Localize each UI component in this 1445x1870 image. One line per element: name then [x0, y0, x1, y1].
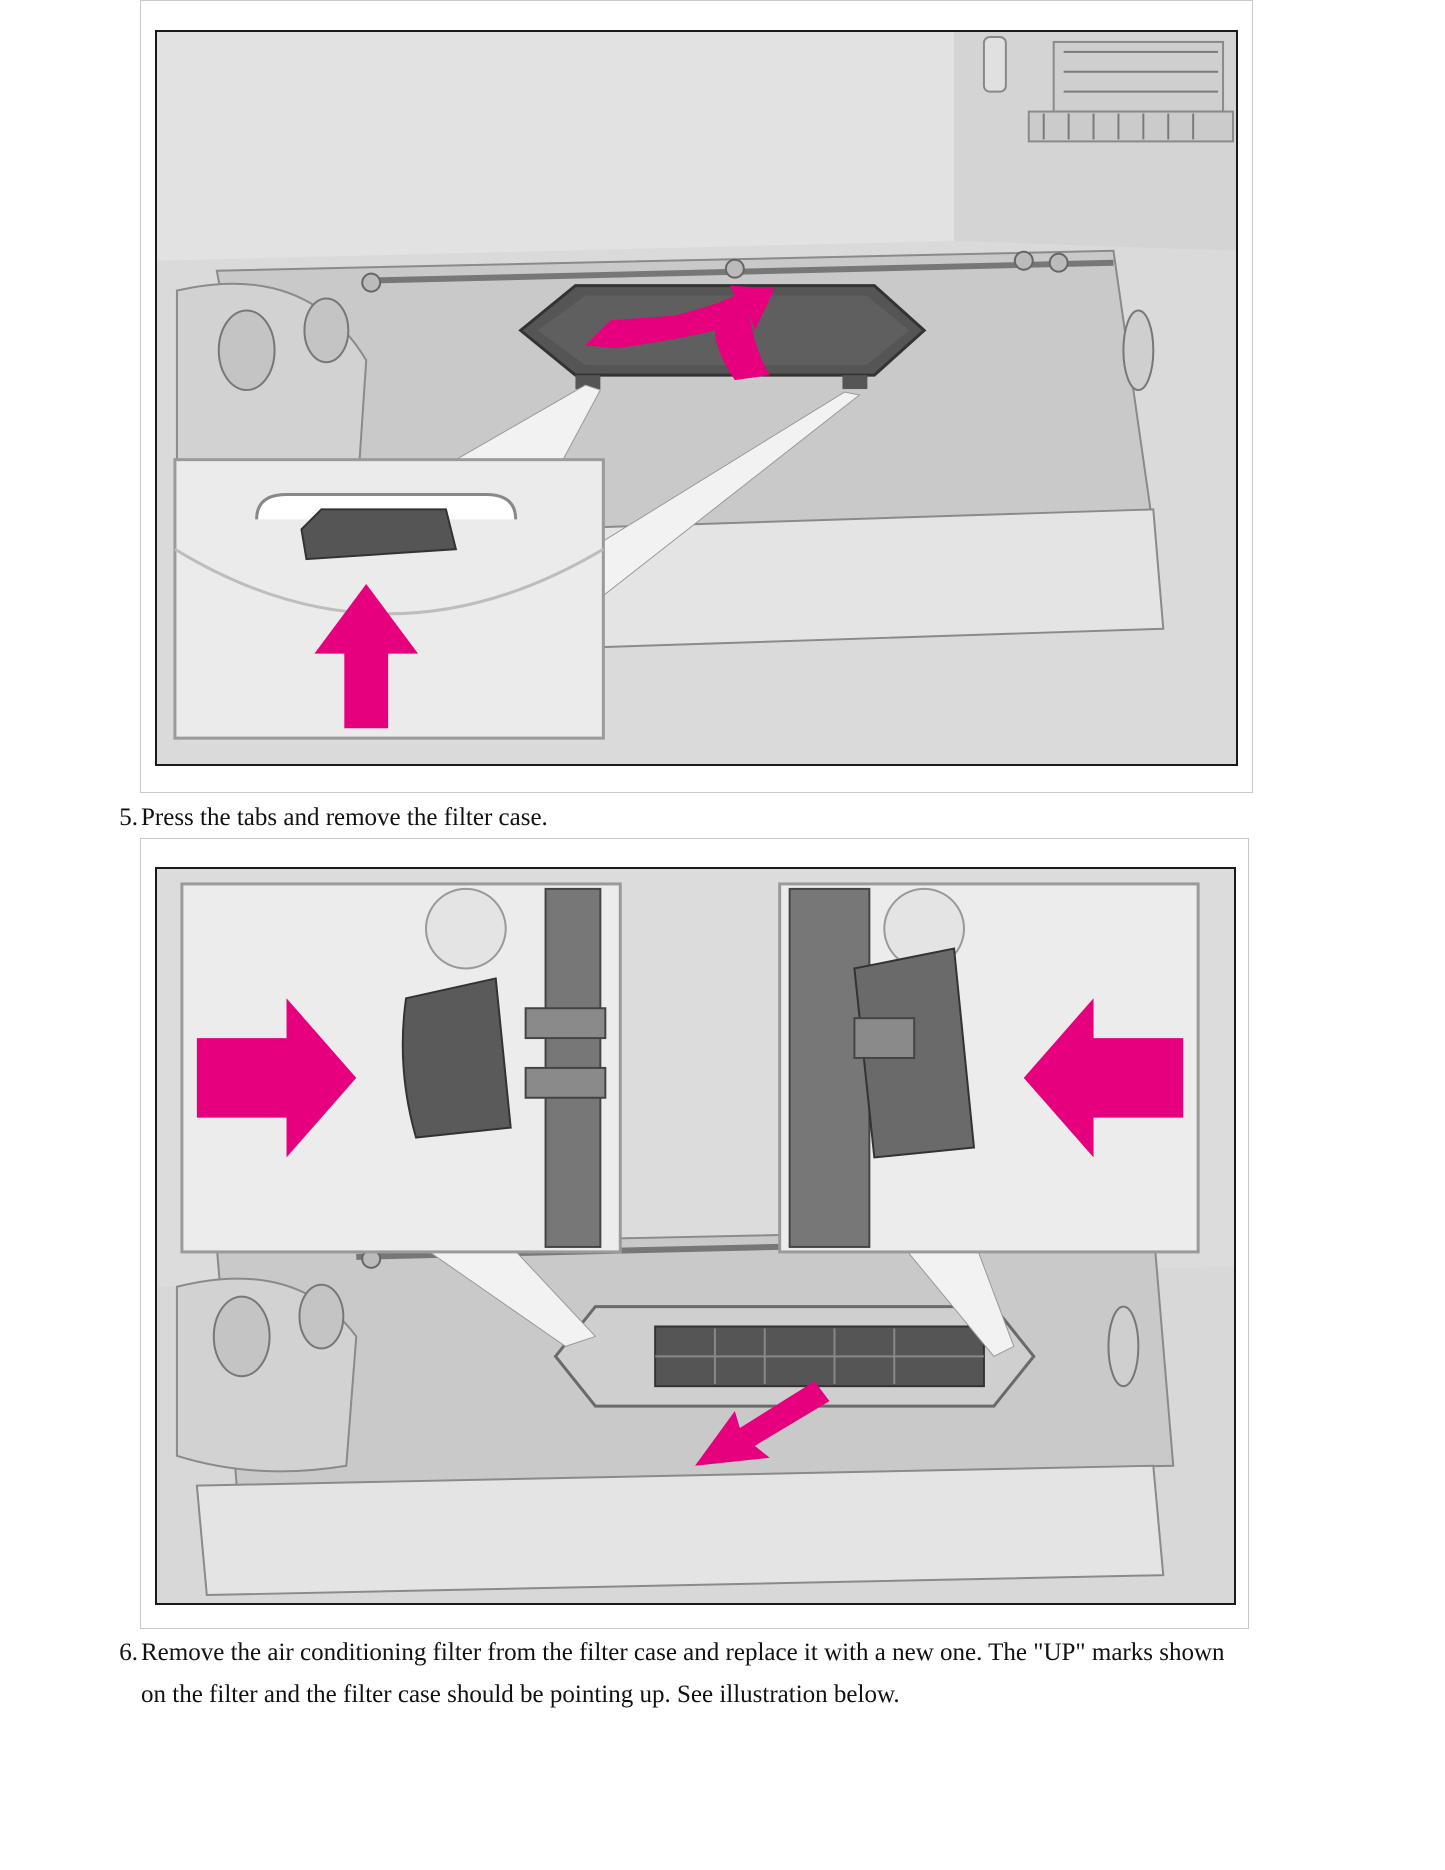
illustration-filter-case-tabs — [155, 867, 1236, 1605]
step-5: 5. Press the tabs and remove the filter … — [110, 797, 1310, 839]
step-number: 5. — [119, 804, 138, 831]
step-6: 6. Remove the air conditioning filter fr… — [110, 1632, 1430, 1716]
figure-filter-case-tabs — [140, 838, 1249, 1629]
step-text: Press the tabs and remove the filter cas… — [141, 804, 548, 831]
step-text-line-2: on the filter and the filter case should… — [141, 1681, 900, 1708]
illustration-glovebox-damper — [155, 30, 1238, 766]
figure-glovebox-damper — [140, 0, 1253, 793]
step-number: 6. — [119, 1639, 138, 1666]
step-text-line-1: Remove the air conditioning filter from … — [141, 1639, 1225, 1666]
